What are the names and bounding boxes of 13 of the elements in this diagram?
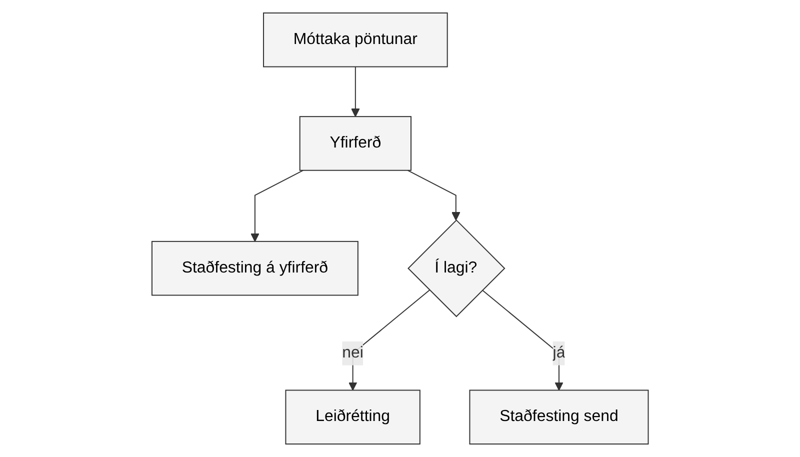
node-diamond: Í lagi? <box>407 219 506 318</box>
node-box: Yfirferð <box>299 116 412 171</box>
edge-label: já <box>552 344 566 362</box>
arrow <box>348 290 430 391</box>
arrow <box>407 170 460 221</box>
edge-label: nei <box>342 344 364 362</box>
node-box: Staðfesting send <box>469 390 649 445</box>
node-box: Leiðrétting <box>285 390 420 445</box>
arrow <box>482 290 564 391</box>
node-box: Staðfesting á yfirferð <box>151 240 358 296</box>
arrow <box>250 170 304 242</box>
arrow <box>350 66 360 117</box>
node-box: Móttaka pöntunar <box>262 12 448 68</box>
